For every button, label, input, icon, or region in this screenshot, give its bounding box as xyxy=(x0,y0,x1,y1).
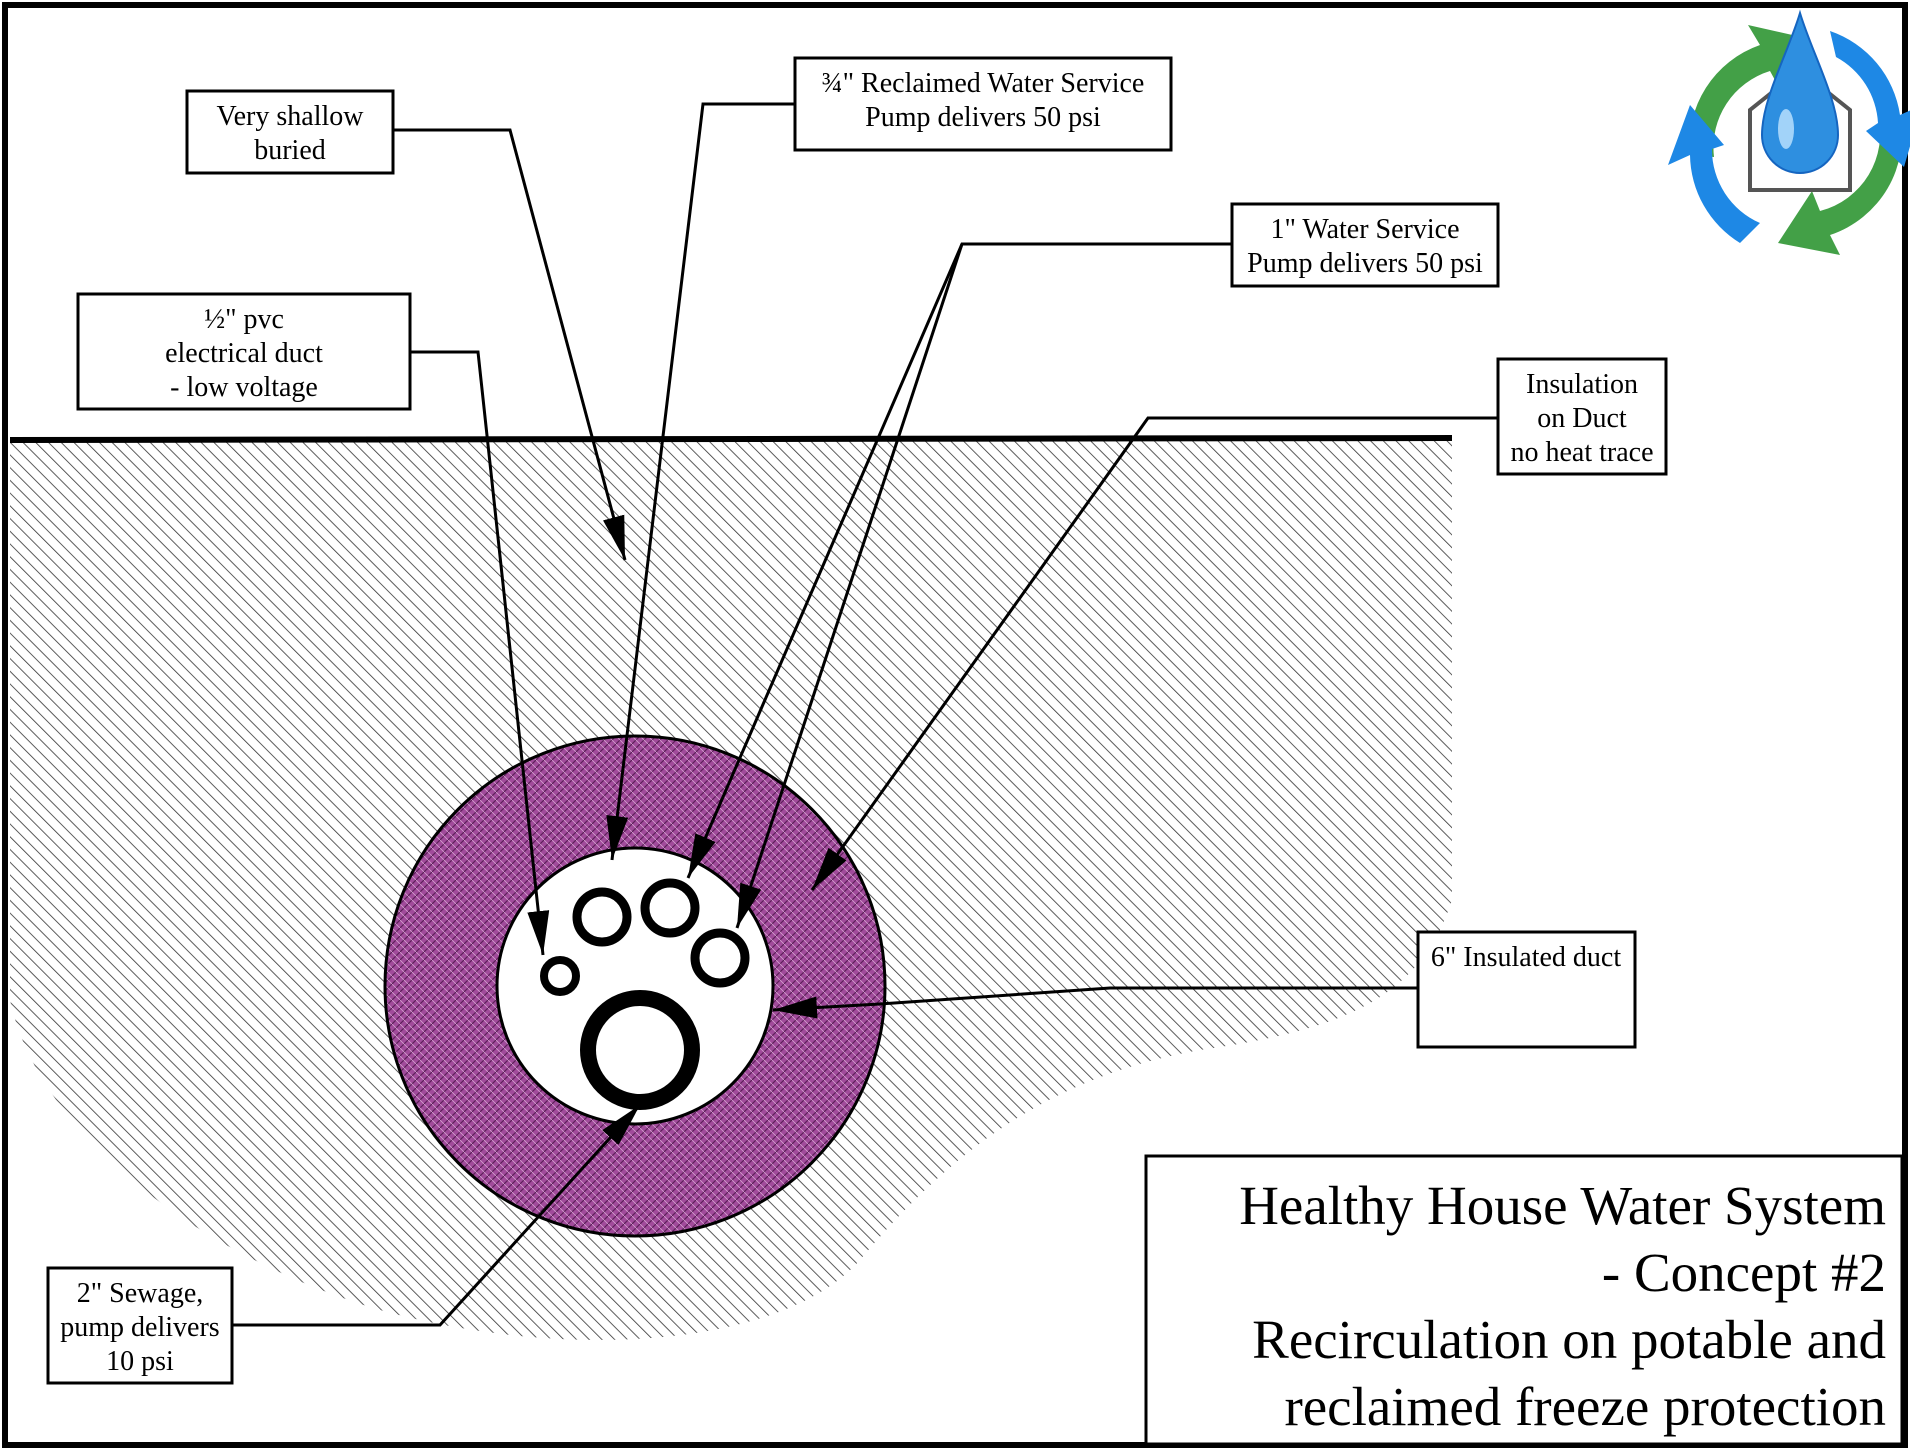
pipe-water-return xyxy=(690,928,750,988)
pipe-pvc-electrical xyxy=(540,956,580,996)
title-line: Healthy House Water System xyxy=(1239,1175,1886,1236)
title-block: Healthy House Water System - Concept #2 … xyxy=(1144,1154,1904,1446)
label-line: 10 psi xyxy=(106,1346,174,1377)
pipe-water-supply xyxy=(640,878,700,938)
label-very-shallow-buried: Very shallow buried xyxy=(185,89,395,175)
label-line: electrical duct xyxy=(165,338,323,369)
leader-duct xyxy=(772,986,1418,1019)
label-insulation-on-duct: Insulation on Duct no heat trace xyxy=(1496,357,1668,476)
label-line: 6" Insulated duct xyxy=(1431,942,1621,973)
ground-surface-line xyxy=(9,435,1453,443)
title-line: Recirculation on potable and xyxy=(1252,1309,1886,1370)
label-line: buried xyxy=(254,135,326,166)
label-insulated-duct: 6" Insulated duct xyxy=(1416,930,1637,1049)
leader-insulation xyxy=(810,416,1498,891)
leader-reclaimed xyxy=(606,102,795,861)
label-line: 2" Sewage, xyxy=(77,1278,204,1309)
label-line: ¾" Reclaimed Water Service xyxy=(822,68,1145,99)
label-line: Insulation xyxy=(1526,369,1638,400)
label-water-service: 1" Water Service Pump delivers 50 psi xyxy=(1230,202,1500,288)
label-line: 1" Water Service xyxy=(1270,214,1459,245)
pipe-sewage xyxy=(580,990,700,1110)
leader-water-2 xyxy=(735,243,964,929)
pipe-reclaimed xyxy=(572,887,632,947)
label-line: on Duct xyxy=(1537,403,1627,434)
label-line: no heat trace xyxy=(1510,437,1653,468)
label-line: Very shallow xyxy=(217,101,365,132)
label-line: pump delivers xyxy=(60,1312,219,1343)
label-sewage: 2" Sewage, pump delivers 10 psi xyxy=(46,1266,234,1385)
title-line: reclaimed freeze protection xyxy=(1284,1376,1886,1437)
leader-pvc xyxy=(410,350,550,956)
leader-shallow xyxy=(393,128,627,561)
label-line: Pump delivers 50 psi xyxy=(865,102,1101,133)
title-line: - Concept #2 xyxy=(1602,1242,1886,1303)
leader-sewage xyxy=(232,1103,642,1327)
label-line: ½" pvc xyxy=(204,304,284,335)
label-reclaimed-water-service: ¾" Reclaimed Water Service Pump delivers… xyxy=(793,56,1173,152)
label-pvc-electrical-duct: ½" pvc electrical duct - low voltage xyxy=(76,292,412,411)
label-line: - low voltage xyxy=(170,372,318,403)
label-line: Pump delivers 50 psi xyxy=(1247,248,1483,279)
water-drop-recycle-house-icon xyxy=(1668,9,1910,255)
